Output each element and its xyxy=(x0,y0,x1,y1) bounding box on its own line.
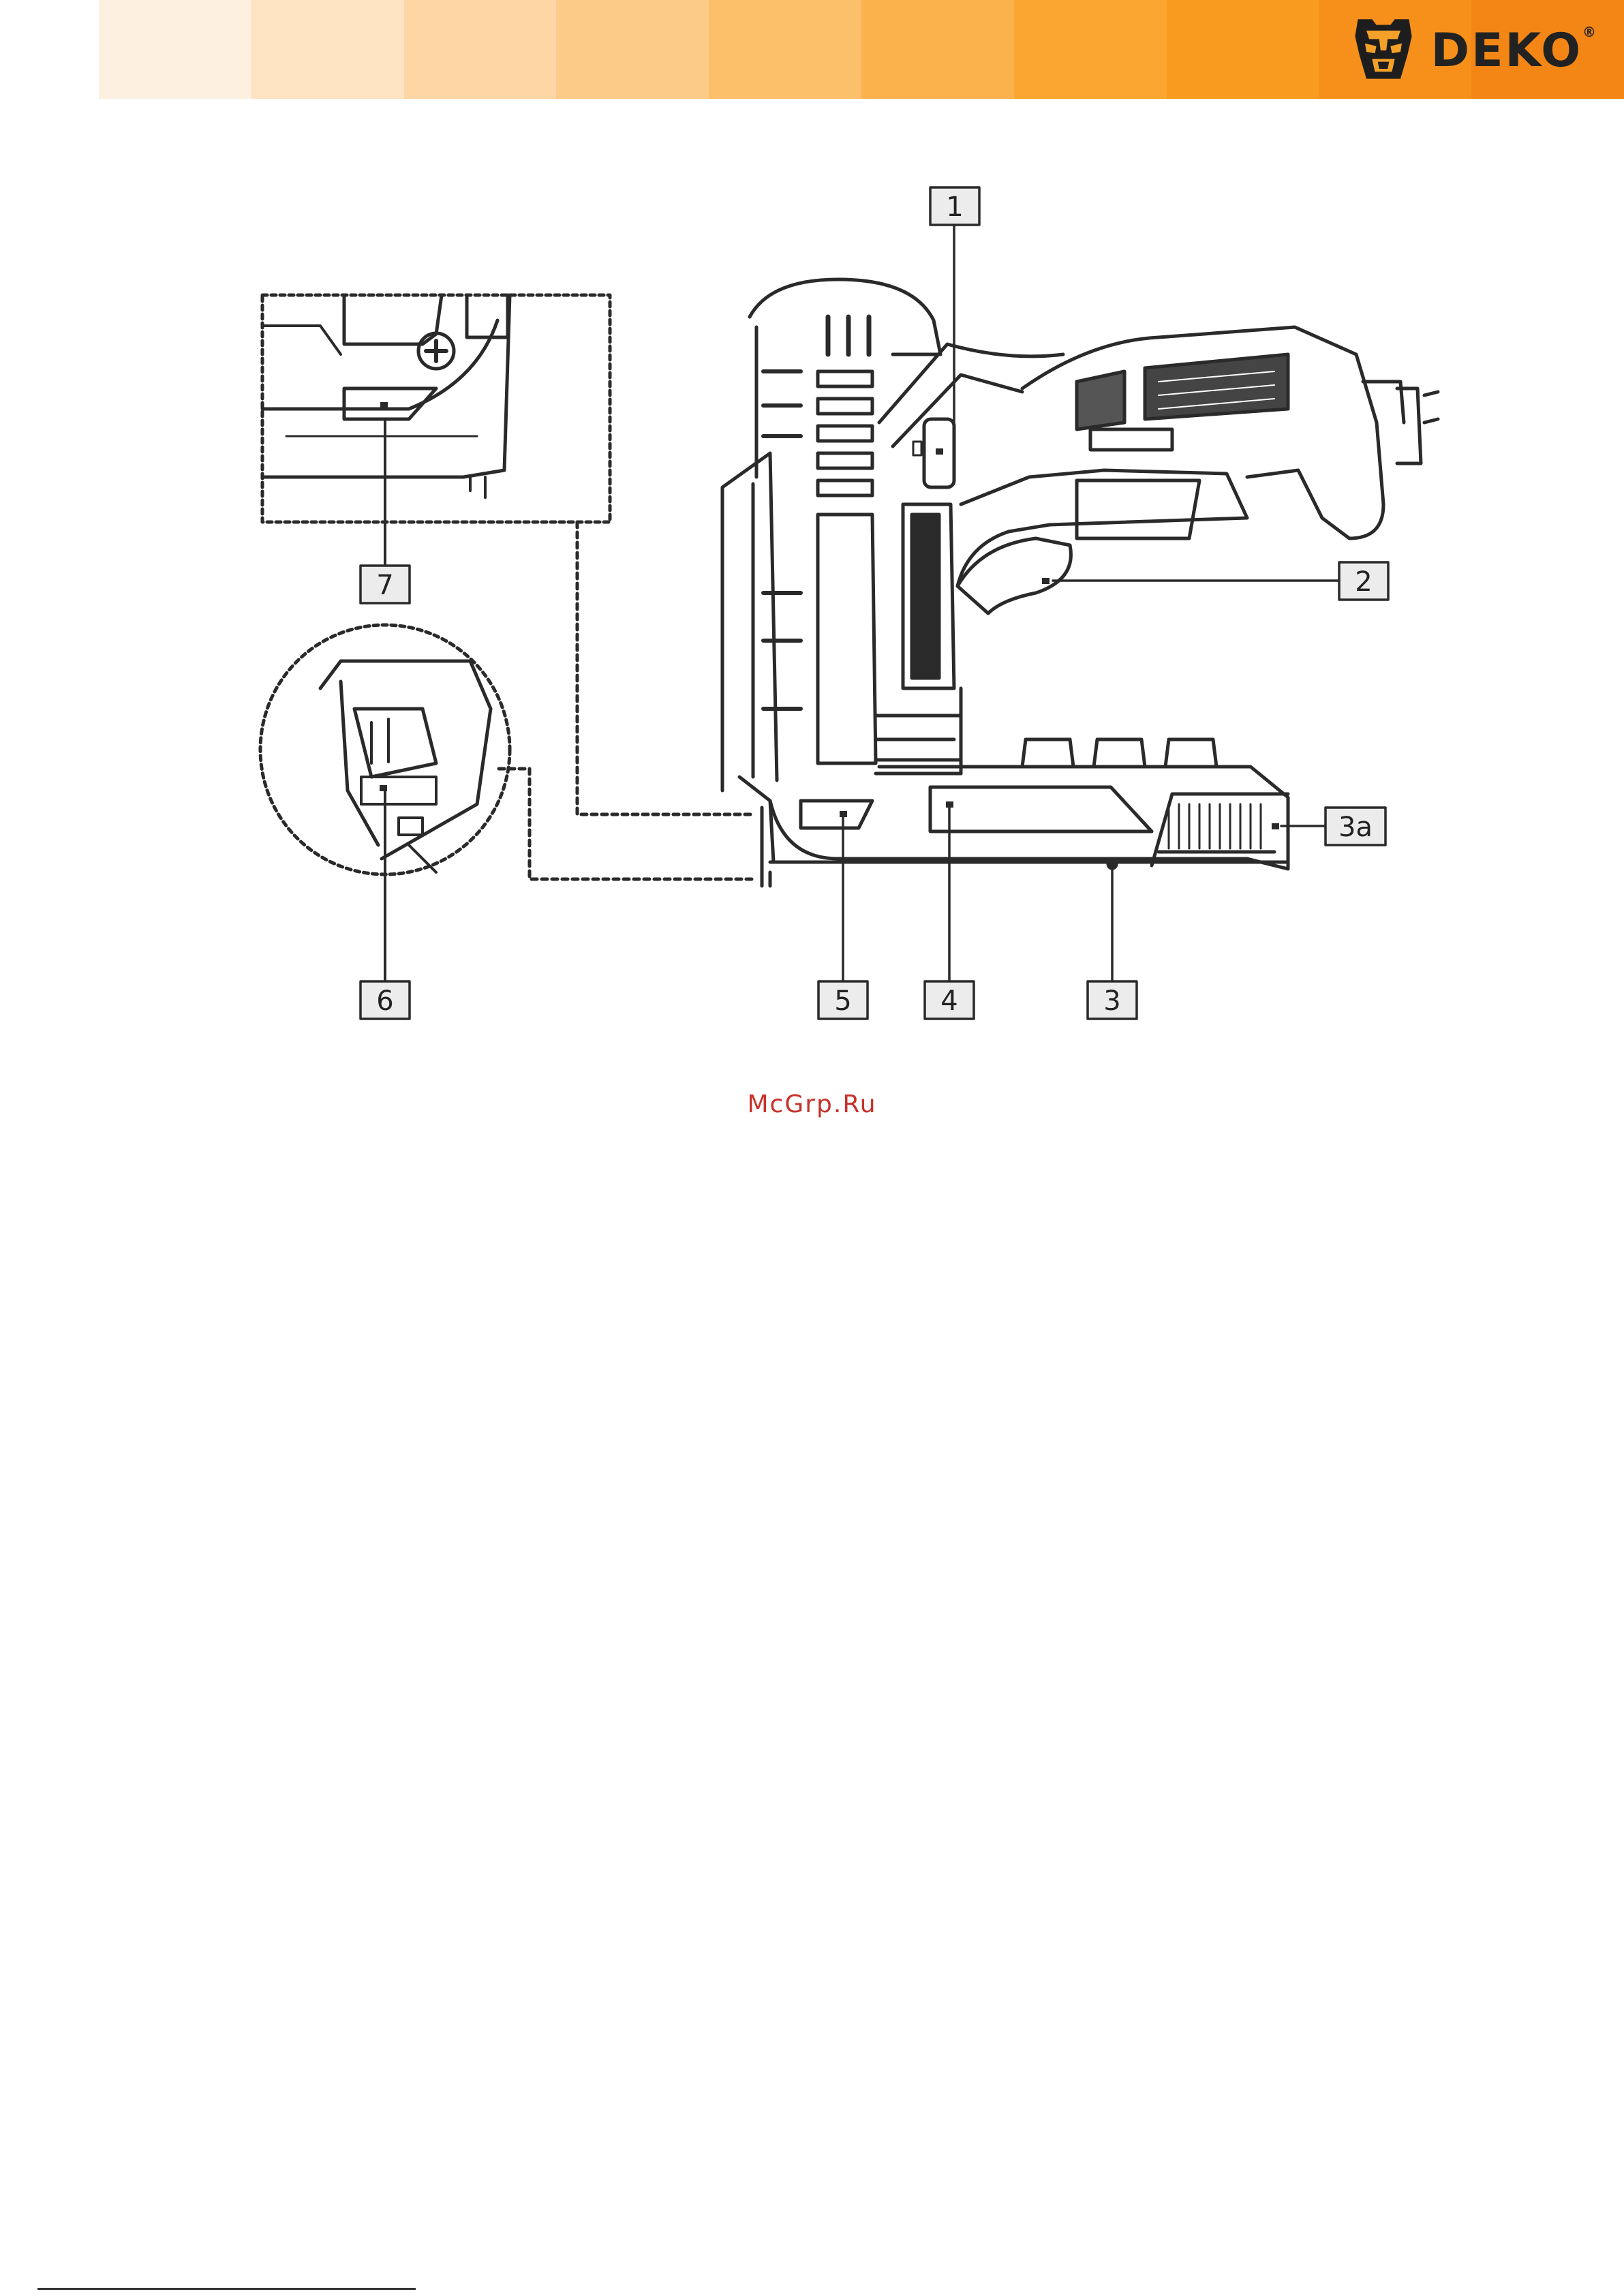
callout-3: 3 xyxy=(1088,981,1137,1019)
svg-text:7: 7 xyxy=(376,570,393,601)
callout-7: 7 xyxy=(361,566,410,603)
detail-inset-7 xyxy=(262,295,610,566)
callout-1: 1 xyxy=(930,187,979,225)
detail-inset-6 xyxy=(260,625,510,981)
callout-5: 5 xyxy=(818,981,868,1019)
inset-leader-lines xyxy=(499,522,755,879)
footer-rule xyxy=(37,2288,416,2290)
svg-text:3: 3 xyxy=(1103,985,1120,1017)
watermark: McGrp.Ru xyxy=(0,1090,1624,1118)
callout-3a: 3a xyxy=(1326,808,1385,845)
svg-text:3a: 3a xyxy=(1338,812,1373,843)
callout-4: 4 xyxy=(925,981,974,1019)
stapler-body xyxy=(722,279,1438,886)
svg-text:1: 1 xyxy=(946,192,963,223)
svg-text:6: 6 xyxy=(376,985,393,1017)
stapler-parts-diagram: 1 2 3 3a 4 5 6 7 xyxy=(0,0,1624,1090)
callout-2: 2 xyxy=(1339,562,1388,600)
svg-text:4: 4 xyxy=(940,985,957,1017)
svg-text:2: 2 xyxy=(1355,566,1372,598)
callout-6: 6 xyxy=(361,981,410,1019)
svg-text:5: 5 xyxy=(834,985,851,1017)
